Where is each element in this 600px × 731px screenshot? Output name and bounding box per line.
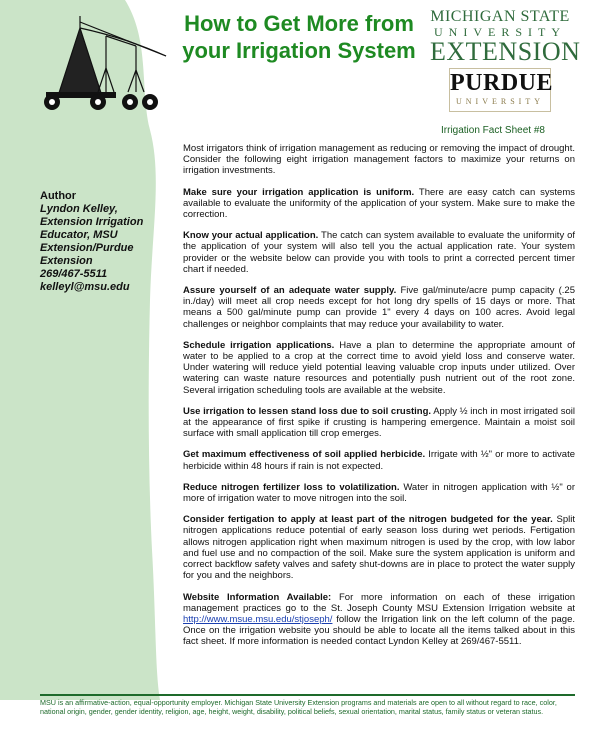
author-block: Author Lyndon Kelley, Extension Irrigati… <box>40 190 180 294</box>
section-paragraph: Get maximum effectiveness of soil applie… <box>183 449 575 472</box>
footer-disclaimer: MSU is an affirmative-action, equal-oppo… <box>40 698 557 716</box>
sidebar-background <box>0 0 160 700</box>
section-paragraph: Know your actual application. The catch … <box>183 230 575 275</box>
center-pivot-irrigation-icon <box>44 16 167 110</box>
footer-divider <box>40 694 575 696</box>
section-paragraph: Make sure your irrigation application is… <box>183 186 575 221</box>
section-paragraph: Assure yourself of an adequate water sup… <box>183 285 575 330</box>
website-heading: Website Information Available: <box>183 591 332 603</box>
section-heading: Know your actual application. <box>183 230 319 242</box>
section-paragraph: Consider fertigation to apply at least p… <box>183 514 575 582</box>
author-heading: Author <box>40 190 77 202</box>
section-heading: Get maximum effectiveness of soil applie… <box>183 449 426 461</box>
purdue-logo: PURDUE UNIVERSITY <box>449 68 553 112</box>
website-paragraph: Website Information Available: For more … <box>183 591 576 648</box>
section-heading: Use irrigation to lessen stand loss due … <box>183 405 432 417</box>
section-paragraph: Use irrigation to lessen stand loss due … <box>183 405 576 440</box>
website-link[interactable]: http://www.msue.msu.edu/stjoseph/ <box>183 613 333 625</box>
msu-extension-logo: MICHIGAN STATE UNIVERSITY EXTENSION <box>430 8 581 66</box>
section-heading: Reduce nitrogen fertilizer loss to volat… <box>183 481 400 493</box>
intro-paragraph: Most irrigators think of irrigation mana… <box>183 143 575 177</box>
author-details: Lyndon Kelley, Extension Irrigation Educ… <box>40 203 144 293</box>
section-paragraph: Reduce nitrogen fertilizer loss to volat… <box>183 481 575 505</box>
page-title: How to Get More from your Irrigation Sys… <box>182 11 416 63</box>
section-heading: Make sure your irrigation application is… <box>183 186 415 198</box>
fact-sheet-number: Irrigation Fact Sheet #8 <box>441 125 545 136</box>
main-content: Most irrigators think of irrigation mana… <box>183 143 575 658</box>
section-heading: Consider fertigation to apply at least p… <box>183 514 553 526</box>
section-heading: Assure yourself of an adequate water sup… <box>183 285 397 297</box>
section-paragraph: Schedule irrigation applications. Have a… <box>183 339 576 396</box>
section-heading: Schedule irrigation applications. <box>183 339 335 351</box>
